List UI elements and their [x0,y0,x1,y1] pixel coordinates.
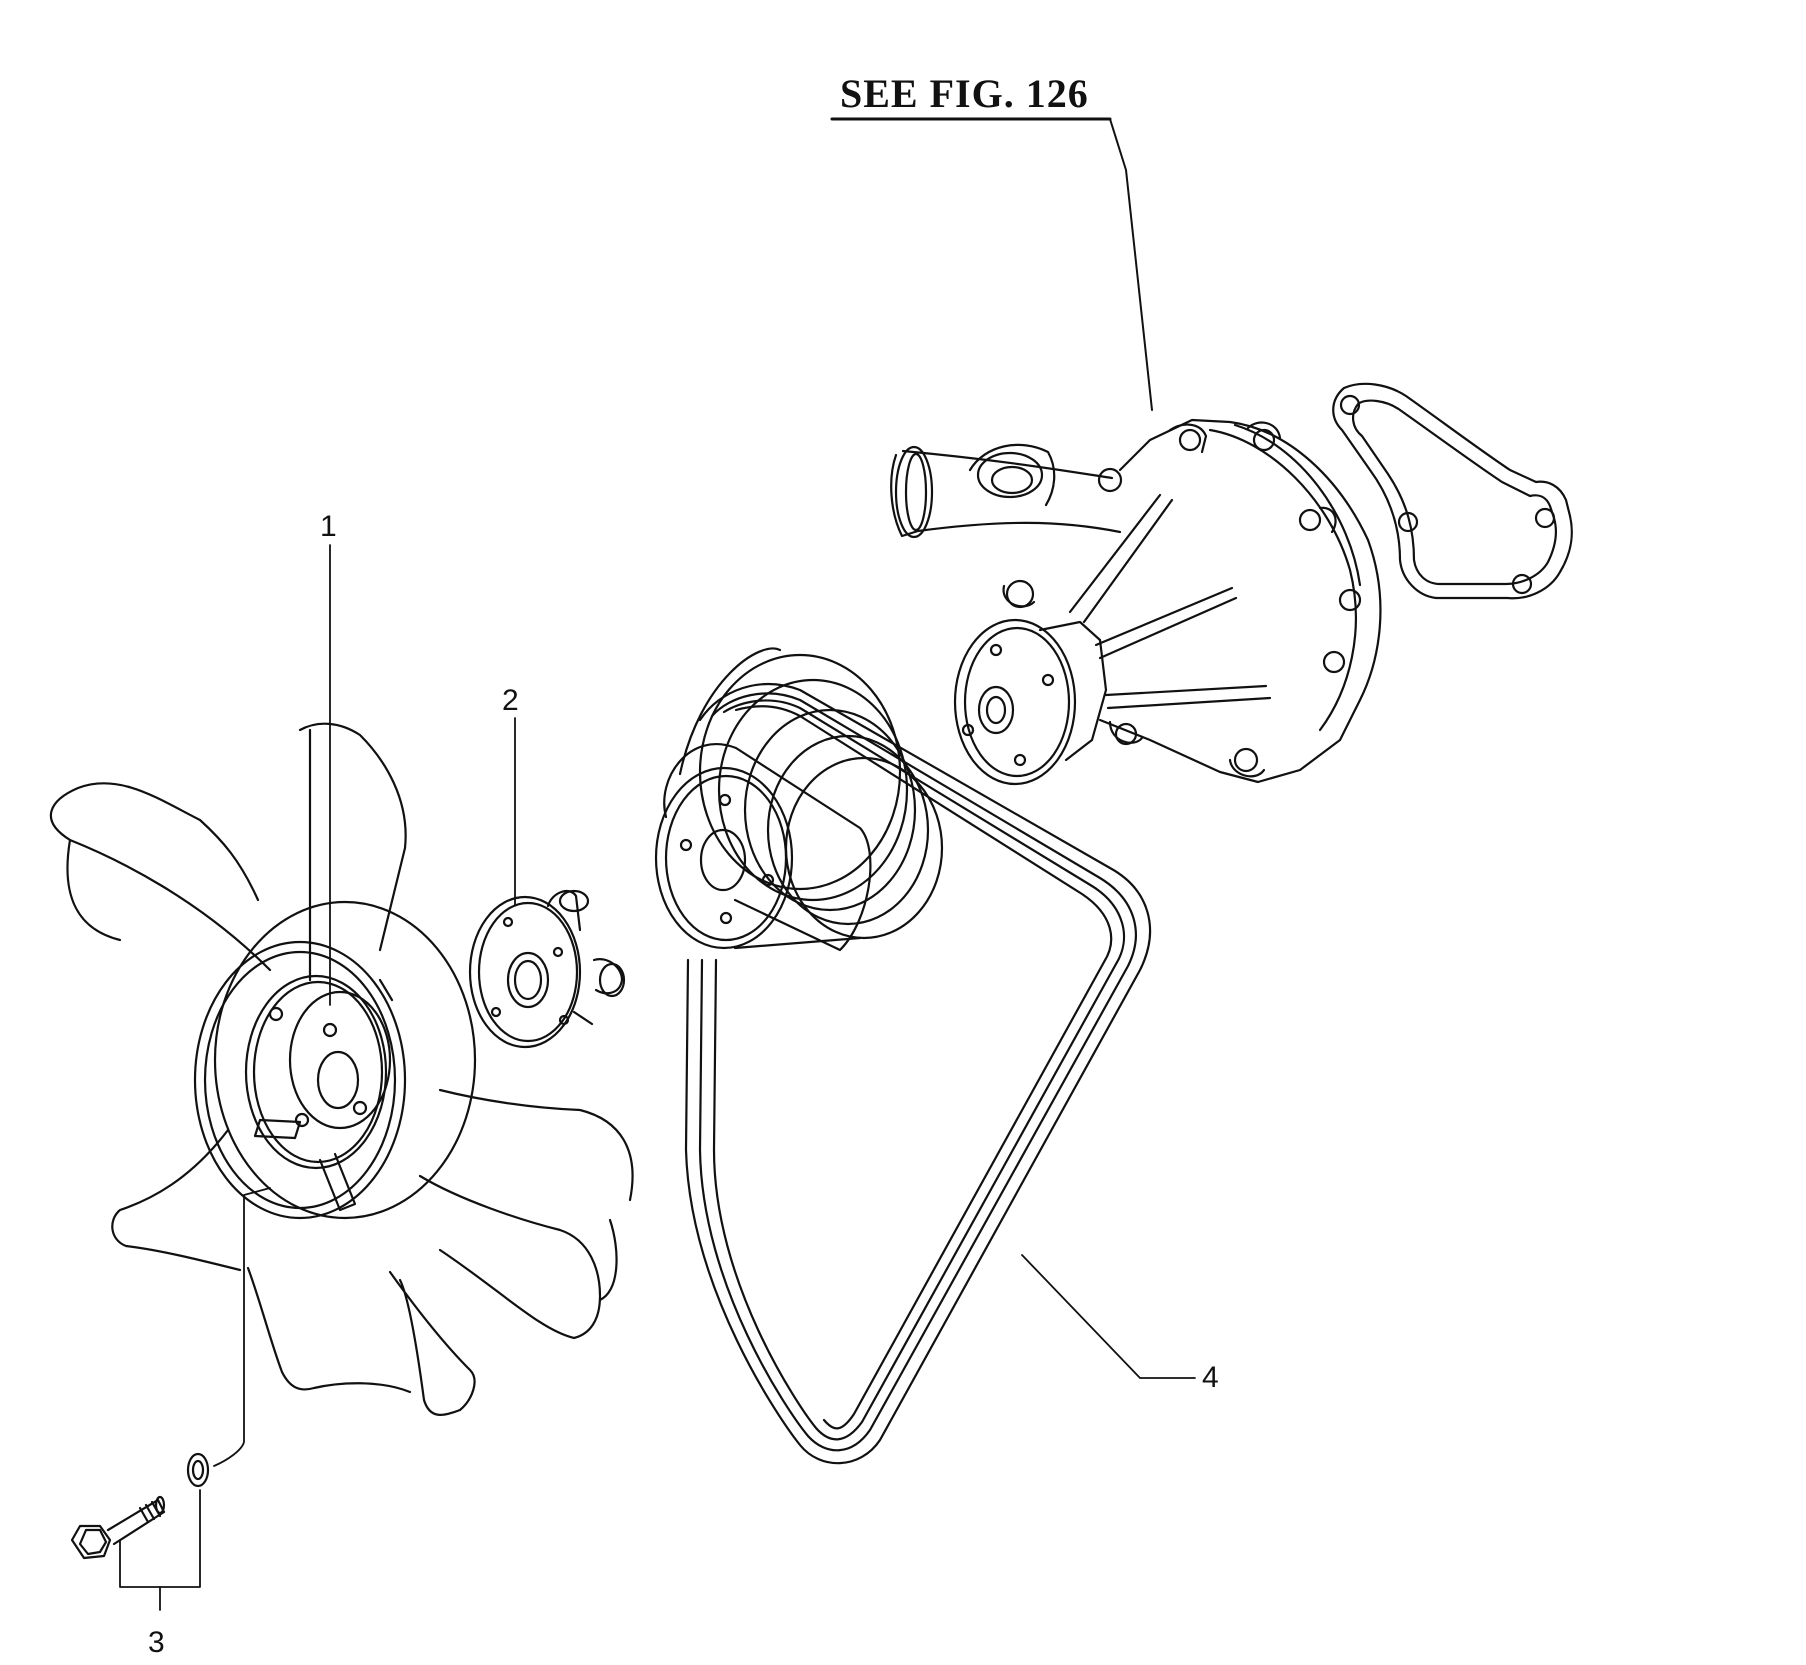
v-belt [684,683,1152,1465]
water-pump-assembly [890,418,1382,786]
callout-label-2: 2 [502,684,519,717]
reference-leader [830,117,1153,411]
cooling-fan [49,722,634,1416]
pulley [654,647,944,952]
callout-leaders [119,544,1196,1611]
figure-reference: SEE FIG. 126 [840,71,1089,116]
callout-label-3: 3 [148,1626,165,1659]
pump-gasket [1332,382,1573,600]
callout-label-1: 1 [320,510,337,543]
bolt-and-washer [70,1452,210,1560]
fan-spacer [468,889,626,1049]
callout-label-4: 4 [1202,1361,1219,1394]
